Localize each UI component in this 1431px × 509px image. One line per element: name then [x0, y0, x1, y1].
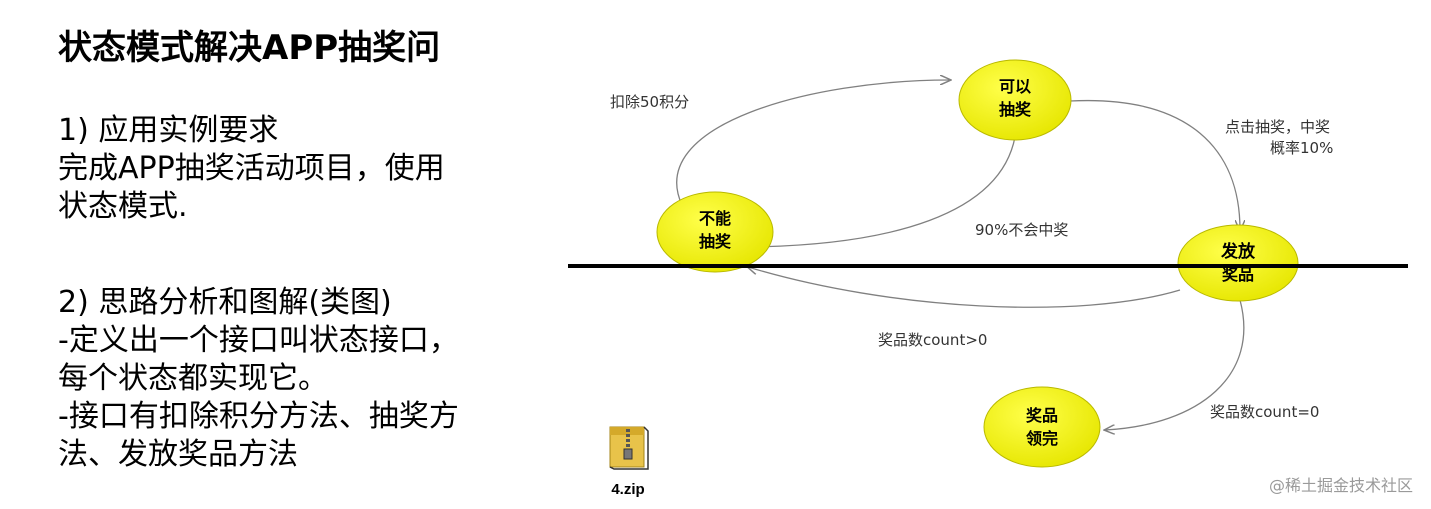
state-can-draw-line2: 抽奖 — [999, 100, 1032, 119]
state-can-draw: 可以 抽奖 — [958, 59, 1072, 141]
state-dispense-line1: 发放 — [1220, 241, 1256, 262]
label-win-line2: 概率10% — [1270, 139, 1333, 157]
label-no-win: 90%不会中奖 — [975, 221, 1068, 239]
label-count-eq0: 奖品数count=0 — [1210, 403, 1319, 421]
zip-attachment[interactable]: 4.zip — [600, 425, 656, 498]
page-title: 状态模式解决APP抽奖问 — [58, 28, 441, 68]
state-can-draw-line1: 可以 — [999, 77, 1031, 96]
state-prizes-finished: 奖品 领完 — [983, 386, 1101, 468]
state-diagram: 可以 抽奖 不能 抽奖 发放 奖品 奖品 领完 扣除50积分 点击抽奖，中奖 概… — [568, 59, 1408, 468]
analysis-section: 2) 思路分析和图解(类图) -定义出一个接口叫状态接口， 每个状态都实现它。 … — [58, 284, 459, 474]
analysis-heading: 2) 思路分析和图解(类图) — [58, 285, 392, 320]
requirement-section: 1) 应用实例要求 完成APP抽奖活动项目，使用 状态模式. — [58, 112, 445, 226]
state-cannot-draw: 不能 抽奖 — [656, 191, 774, 273]
analysis-line: -接口有扣除积分方法、抽奖方 — [58, 399, 459, 434]
analysis-line: 每个状态都实现它。 — [58, 361, 328, 396]
state-finished-line2: 领完 — [1026, 429, 1058, 448]
arrow-no-win — [750, 136, 1016, 247]
zip-folder-icon — [609, 426, 649, 470]
arrow-count-gt0 — [748, 267, 1181, 308]
requirement-line: 状态模式. — [58, 189, 188, 224]
label-deduct-points: 扣除50积分 — [610, 93, 689, 111]
state-finished-line1: 奖品 — [1026, 406, 1058, 425]
arrow-count-eq0 — [1105, 299, 1245, 430]
requirement-heading: 1) 应用实例要求 — [58, 113, 279, 148]
watermark: @稀土掘金技术社区 — [1268, 476, 1413, 495]
state-cannot-draw-line1: 不能 — [699, 209, 731, 228]
state-cannot-draw-line2: 抽奖 — [699, 232, 732, 251]
arrow-win-prize — [1069, 99, 1240, 230]
analysis-line: 法、发放奖品方法 — [58, 437, 298, 472]
state-dispense-line2: 奖品 — [1222, 265, 1254, 284]
arrow-deduct-points — [676, 80, 950, 206]
state-dispense-prize: 发放 奖品 — [1177, 224, 1299, 302]
label-win-line1: 点击抽奖，中奖 — [1225, 118, 1330, 136]
requirement-line: 完成APP抽奖活动项目，使用 — [58, 151, 445, 186]
zip-file-label: 4.zip — [611, 481, 645, 498]
label-count-gt0: 奖品数count>0 — [878, 331, 987, 349]
analysis-line: -定义出一个接口叫状态接口， — [58, 323, 459, 358]
